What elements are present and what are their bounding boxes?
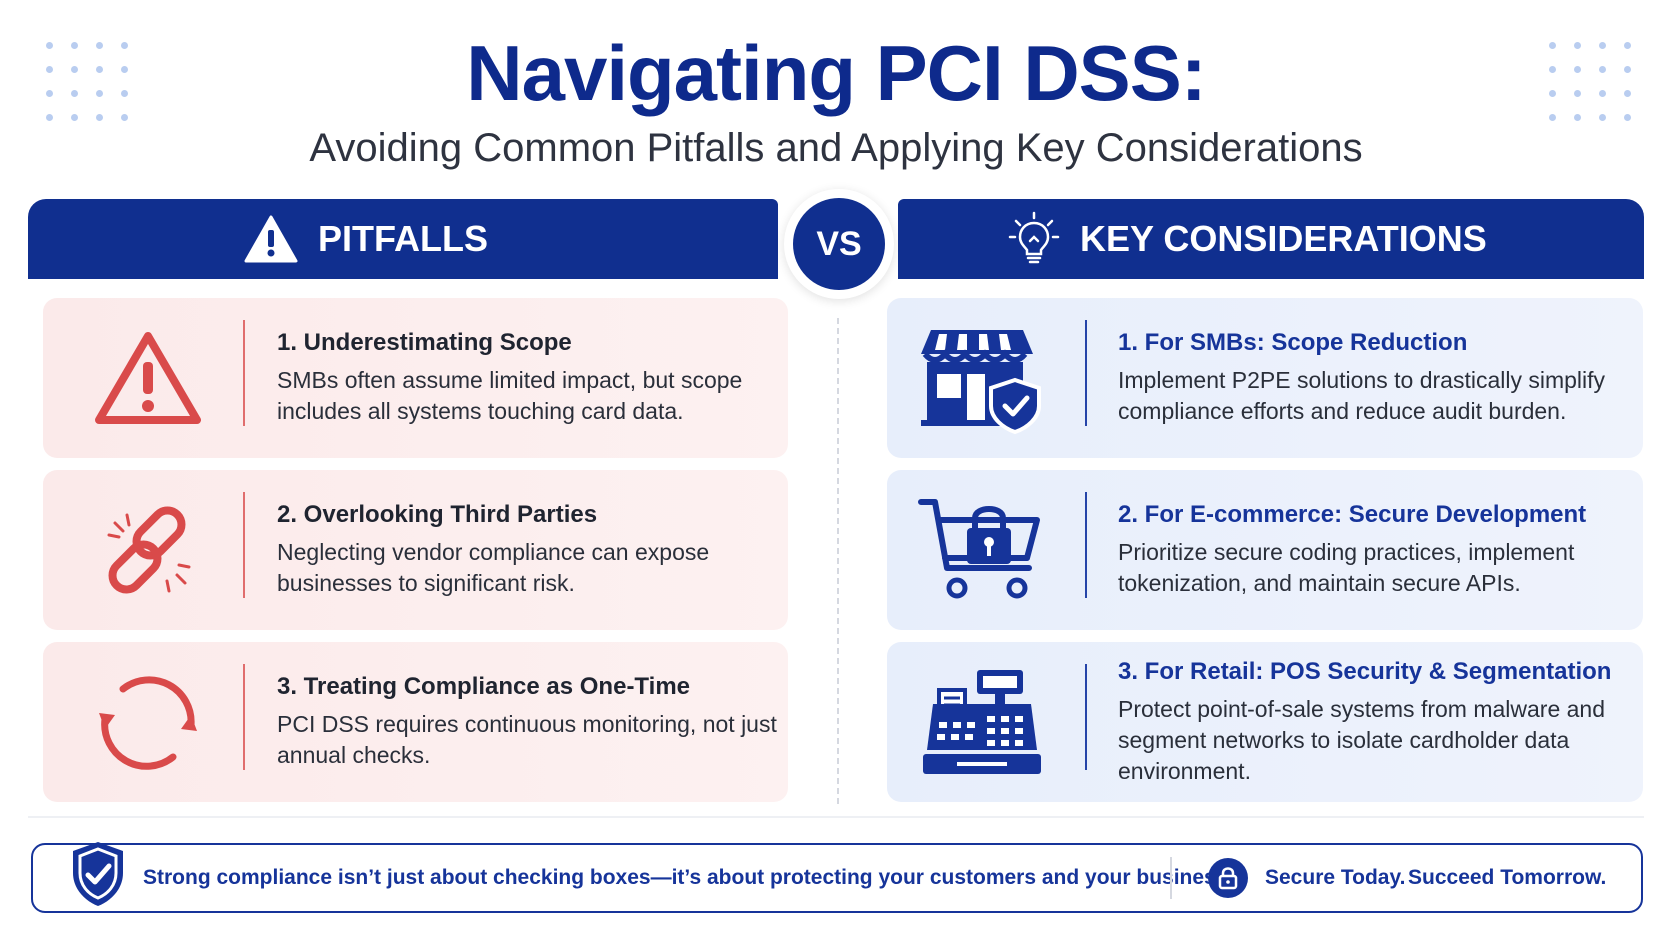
consideration-card-divider — [1085, 492, 1087, 598]
shield-check-icon — [69, 839, 127, 914]
lock-icon — [1208, 858, 1248, 898]
storefront-shield-icon — [917, 318, 1047, 438]
pitfall-heading: 2. Overlooking Third Parties — [277, 501, 598, 528]
lightbulb-icon — [1008, 211, 1060, 264]
pitfall-description: Neglecting vendor compliance can expose … — [277, 539, 710, 596]
footer-separator — [28, 816, 1644, 818]
page-subtitle: Avoiding Common Pitfalls and Applying Ke… — [309, 126, 1363, 170]
consideration-card-2: 2. For E-commerce: Secure Development Pr… — [887, 470, 1643, 630]
pitfall-heading: 1. Underestimating Scope — [277, 329, 572, 356]
consideration-heading: 3. For Retail: POS Security & Segmentati… — [1118, 657, 1612, 685]
footer-message: Strong compliance isn’t just about check… — [143, 866, 1234, 889]
cycle-arrows-icon — [83, 662, 213, 782]
pitfall-card-1: 1. Underestimating Scope SMBs often assu… — [43, 298, 788, 458]
consideration-card-divider — [1085, 664, 1087, 770]
warning-icon — [244, 215, 298, 263]
cart-lock-icon — [917, 490, 1047, 610]
pitfalls-banner-label: PITFALLS — [318, 218, 488, 259]
consideration-heading: 2. For E-commerce: Secure Development — [1118, 501, 1587, 528]
pitfall-card-3: 3. Treating Compliance as One-Time PCI D… — [43, 642, 788, 802]
footer-tagline-2: Succeed Tomorrow. — [1408, 866, 1607, 889]
footer-divider — [1170, 857, 1172, 899]
vs-label: VS — [793, 198, 885, 290]
pitfall-heading: 3. Treating Compliance as One-Time — [277, 673, 691, 700]
pitfall-card-divider — [243, 492, 245, 598]
considerations-banner-label: KEY CONSIDERATIONS — [1080, 218, 1487, 259]
warning-triangle-icon — [83, 318, 213, 438]
cash-register-icon — [917, 662, 1047, 782]
consideration-card-1: 1. For SMBs: Scope Reduction Implement P… — [887, 298, 1643, 458]
decorative-dots-right — [1549, 42, 1631, 121]
consideration-description: Protect point-of-sale systems from malwa… — [1118, 695, 1606, 784]
pitfall-card-divider — [243, 664, 245, 770]
footer-bar: Strong compliance isn’t just about check… — [31, 842, 1643, 913]
consideration-card-3: 3. For Retail: POS Security & Segmentati… — [887, 642, 1643, 802]
pitfall-card-divider — [243, 320, 245, 426]
consideration-description: Implement P2PE solutions to drastically … — [1118, 367, 1606, 424]
page-title: Navigating PCI DSS: — [466, 29, 1206, 117]
pitfall-description: SMBs often assume limited impact, but sc… — [277, 367, 743, 424]
consideration-description: Prioritize secure coding practices, impl… — [1118, 539, 1575, 596]
decorative-dots-left — [46, 42, 128, 121]
pitfall-card-2: 2. Overlooking Third Parties Neglecting … — [43, 470, 788, 630]
pitfall-description: PCI DSS requires continuous monitoring, … — [277, 711, 777, 768]
vs-badge: VS — [784, 189, 894, 299]
pitfalls-banner: PITFALLS — [28, 199, 778, 279]
consideration-card-divider — [1085, 320, 1087, 426]
footer-tagline-1: Secure Today. — [1265, 866, 1406, 889]
center-divider — [837, 318, 839, 804]
consideration-heading: 1. For SMBs: Scope Reduction — [1118, 329, 1468, 356]
broken-link-icon — [83, 490, 213, 610]
considerations-banner: KEY CONSIDERATIONS — [898, 199, 1644, 279]
